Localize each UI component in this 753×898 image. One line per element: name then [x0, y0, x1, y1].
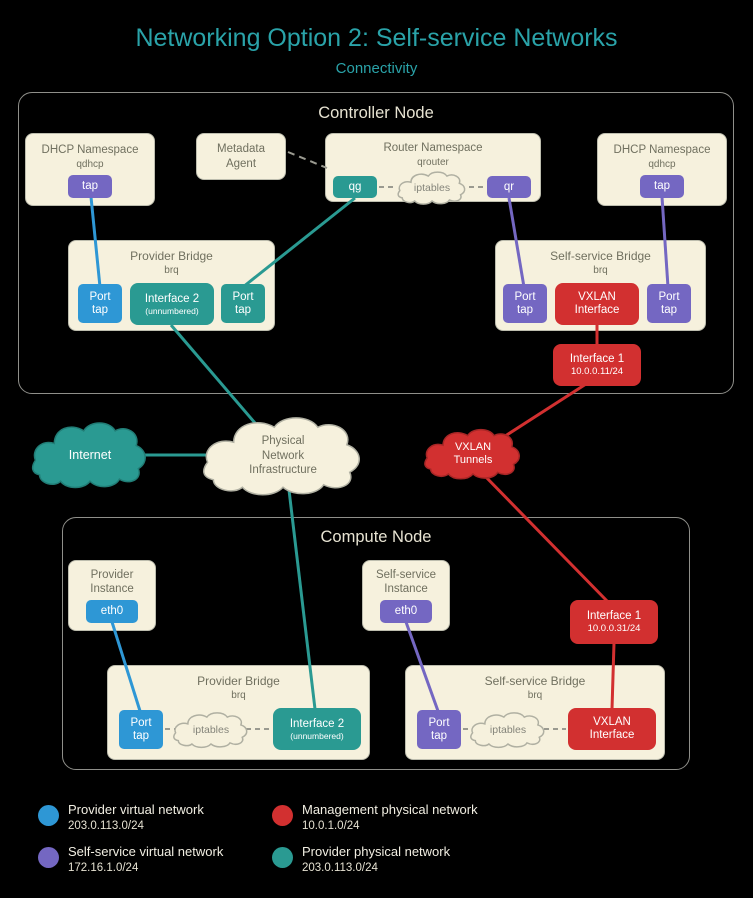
physical-cloud-line3: Infrastructure: [249, 464, 317, 476]
legend-cidr-management-physical: 10.0.1.0/24: [302, 820, 360, 832]
legend-dot-selfservice-virtual: [38, 847, 59, 868]
compute-selfservice-bridge-name: brq: [527, 690, 543, 701]
router-iptables-label: iptables: [413, 182, 451, 194]
port-label-line2: tap: [431, 729, 447, 742]
dhcp-left-tap-port: tap: [68, 175, 112, 198]
controller-node-title: Controller Node: [318, 104, 434, 122]
interface2-unnumbered-label: (unnumbered): [145, 305, 199, 316]
dhcp-namespace-left-title: DHCP Namespace: [41, 144, 139, 156]
interface1-label: Interface 1: [569, 352, 625, 365]
compute-vxlan-interface: VXLAN Interface: [568, 708, 656, 750]
interface1-label: Interface 1: [586, 609, 642, 622]
controller-vxlan-interface: VXLAN Interface: [555, 283, 639, 325]
controller-interface2: Interface 2 (unnumbered): [130, 283, 214, 325]
port-label-line1: Port: [89, 290, 111, 303]
compute-node-box: Compute Node: [62, 517, 690, 770]
compute-interface1: Interface 1 10.0.0.31/24: [570, 600, 658, 644]
router-namespace-name: qrouter: [417, 157, 449, 168]
qg-port: qg: [333, 176, 377, 198]
qr-port: qr: [487, 176, 531, 198]
metadata-agent-line2: Agent: [225, 158, 257, 170]
vxlan-cloud-label: VXLAN Tunnels: [413, 441, 533, 467]
provider-instance-line1: Provider: [90, 569, 134, 581]
controller-interface1: Interface 1 10.0.0.11/24: [553, 344, 641, 386]
dhcp-right-tap-port: tap: [640, 175, 684, 198]
compute-provider-iptables-label: iptables: [192, 724, 230, 736]
diagram-title: Networking Option 2: Self-service Networ…: [135, 24, 618, 52]
selfservice-instance-box: Self-service Instance: [362, 560, 450, 631]
legend-label-provider-physical: Provider physical network: [302, 844, 451, 859]
compute-selfservice-iptables-label: iptables: [489, 724, 527, 736]
vxlan-interface-line1: VXLAN: [593, 716, 631, 728]
vxlan-cloud-line2: Tunnels: [453, 454, 493, 466]
internet-cloud-label: Internet: [68, 448, 112, 462]
legend-dot-provider-physical: [272, 847, 293, 868]
dhcp-namespace-right-name: qdhcp: [648, 159, 676, 170]
dhcp-namespace-left-name: qdhcp: [76, 159, 104, 170]
port-label-line1: Port: [428, 716, 450, 729]
metadata-agent-box: Metadata Agent: [196, 133, 286, 180]
legend-cidr-provider-physical: 203.0.113.0/24: [302, 862, 378, 874]
diagram-subtitle: Connectivity: [335, 60, 418, 77]
interface2-unnumbered-label: (unnumbered): [290, 730, 344, 741]
metadata-agent-line1: Metadata: [217, 143, 265, 155]
port-label-line1: Port: [658, 290, 680, 303]
physical-cloud-line1: Physical: [261, 435, 305, 447]
legend-dot-provider-virtual: [38, 805, 59, 826]
compute-provider-bridge-title: Provider Bridge: [197, 674, 280, 688]
port-label-line2: tap: [517, 303, 533, 316]
controller-selfservice-port-tap: Port tap: [503, 284, 547, 323]
controller-selfservice-bridge-title: Self-service Bridge: [550, 249, 651, 263]
controller-node-box: Controller Node: [18, 92, 734, 394]
provider-instance-line2: Instance: [90, 583, 134, 595]
provider-instance-eth0: eth0: [86, 600, 138, 623]
selfservice-instance-eth0: eth0: [380, 600, 432, 623]
port-label-line2: tap: [133, 729, 149, 742]
port-label-line2: tap: [235, 303, 251, 316]
controller-provider-bridge-name: brq: [164, 265, 179, 276]
compute-provider-bridge-name: brq: [231, 690, 246, 701]
selfservice-instance-line2: Instance: [384, 583, 428, 595]
port-label-line1: Port: [514, 290, 536, 303]
controller-provider-port-tap: Port tap: [78, 284, 122, 323]
port-label-line1: Port: [130, 716, 152, 729]
compute-node-title: Compute Node: [320, 528, 432, 546]
legend-label-management-physical: Management physical network: [302, 802, 478, 817]
router-namespace-title: Router Namespace: [383, 142, 483, 154]
legend-dot-management-physical: [272, 805, 293, 826]
compute-selfservice-port-tap: Port tap: [417, 710, 461, 749]
interface2-label: Interface 2: [289, 717, 345, 730]
compute-interface2: Interface 2 (unnumbered): [273, 708, 361, 750]
legend-label-provider-virtual: Provider virtual network: [68, 802, 204, 817]
port-label-line2: tap: [661, 303, 677, 316]
legend-cidr-selfservice-virtual: 172.16.1.0/24: [68, 862, 139, 874]
vxlan-interface-line2: Interface: [589, 729, 635, 741]
interface1-ip: 10.0.0.11/24: [570, 365, 624, 377]
vxlan-interface-line2: Interface: [574, 304, 620, 316]
interface2-label: Interface 2: [144, 292, 200, 305]
compute-selfservice-bridge-title: Self-service Bridge: [484, 674, 586, 688]
physical-cloud-label: Physical Network Infrastructure: [213, 434, 353, 478]
legend-label-selfservice-virtual: Self-service virtual network: [68, 844, 224, 859]
vxlan-cloud-line1: VXLAN: [454, 441, 492, 453]
compute-provider-port-tap: Port tap: [119, 710, 163, 749]
vxlan-interface-line1: VXLAN: [578, 291, 616, 303]
controller-selfservice-bridge-name: brq: [593, 265, 608, 276]
legend-cidr-provider-virtual: 203.0.113.0/24: [68, 820, 144, 832]
interface1-ip: 10.0.0.31/24: [587, 622, 641, 634]
controller-provider-bridge-title: Provider Bridge: [130, 249, 213, 263]
dhcp-namespace-right-title: DHCP Namespace: [613, 144, 711, 156]
controller-selfservice-port-tap-2: Port tap: [647, 284, 691, 323]
selfservice-instance-line1: Self-service: [375, 569, 437, 581]
physical-cloud-line2: Network: [261, 449, 305, 462]
controller-provider-port-tap-2: Port tap: [221, 284, 265, 323]
port-label-line2: tap: [92, 303, 108, 316]
port-label-line1: Port: [232, 290, 254, 303]
